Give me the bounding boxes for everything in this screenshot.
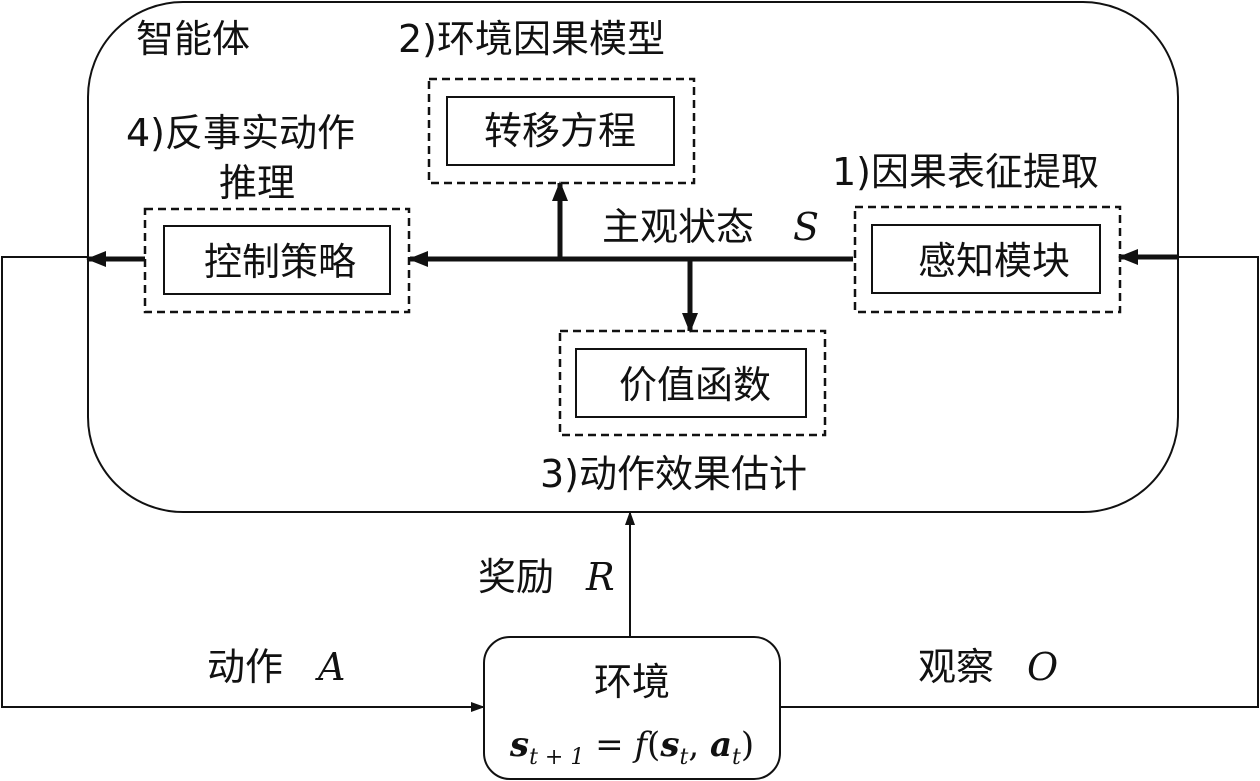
control-policy-box (163, 225, 391, 295)
reward-label: 奖励 (478, 555, 554, 599)
causal-model-heading: 2)环境因果模型 (398, 17, 665, 61)
counterfactual-heading-line1: 4)反事实动作 (126, 111, 355, 155)
transition-equation-label: 转移方程 (484, 109, 636, 153)
agent-title: 智能体 (136, 17, 250, 61)
reward-symbol: R (585, 555, 615, 599)
observation-loop-line (780, 256, 1259, 708)
observation-symbol: O (1027, 645, 1058, 689)
action-loop-line (1, 256, 485, 712)
environment-box (483, 636, 781, 780)
state-symbol: S (793, 205, 819, 249)
state-label: 主观状态 (602, 205, 754, 249)
action-label: 动作 (207, 645, 283, 689)
perception-module-label: 感知模块 (918, 239, 1070, 283)
counterfactual-heading-line2: 推理 (219, 161, 295, 205)
value-function-label: 价值函数 (619, 363, 771, 407)
action-symbol: A (315, 645, 345, 689)
environment-equation: st + 1 = f(st, at) (509, 725, 754, 770)
representation-heading: 1)因果表征提取 (832, 150, 1099, 194)
effect-estimation-heading: 3)动作效果估计 (540, 452, 807, 496)
transition-equation-box (446, 96, 675, 166)
control-policy-label: 控制策略 (204, 240, 356, 284)
environment-title: 环境 (594, 660, 670, 704)
value-function-box (575, 348, 807, 418)
perception-module-box (871, 224, 1101, 294)
observation-label: 观察 (918, 645, 994, 689)
